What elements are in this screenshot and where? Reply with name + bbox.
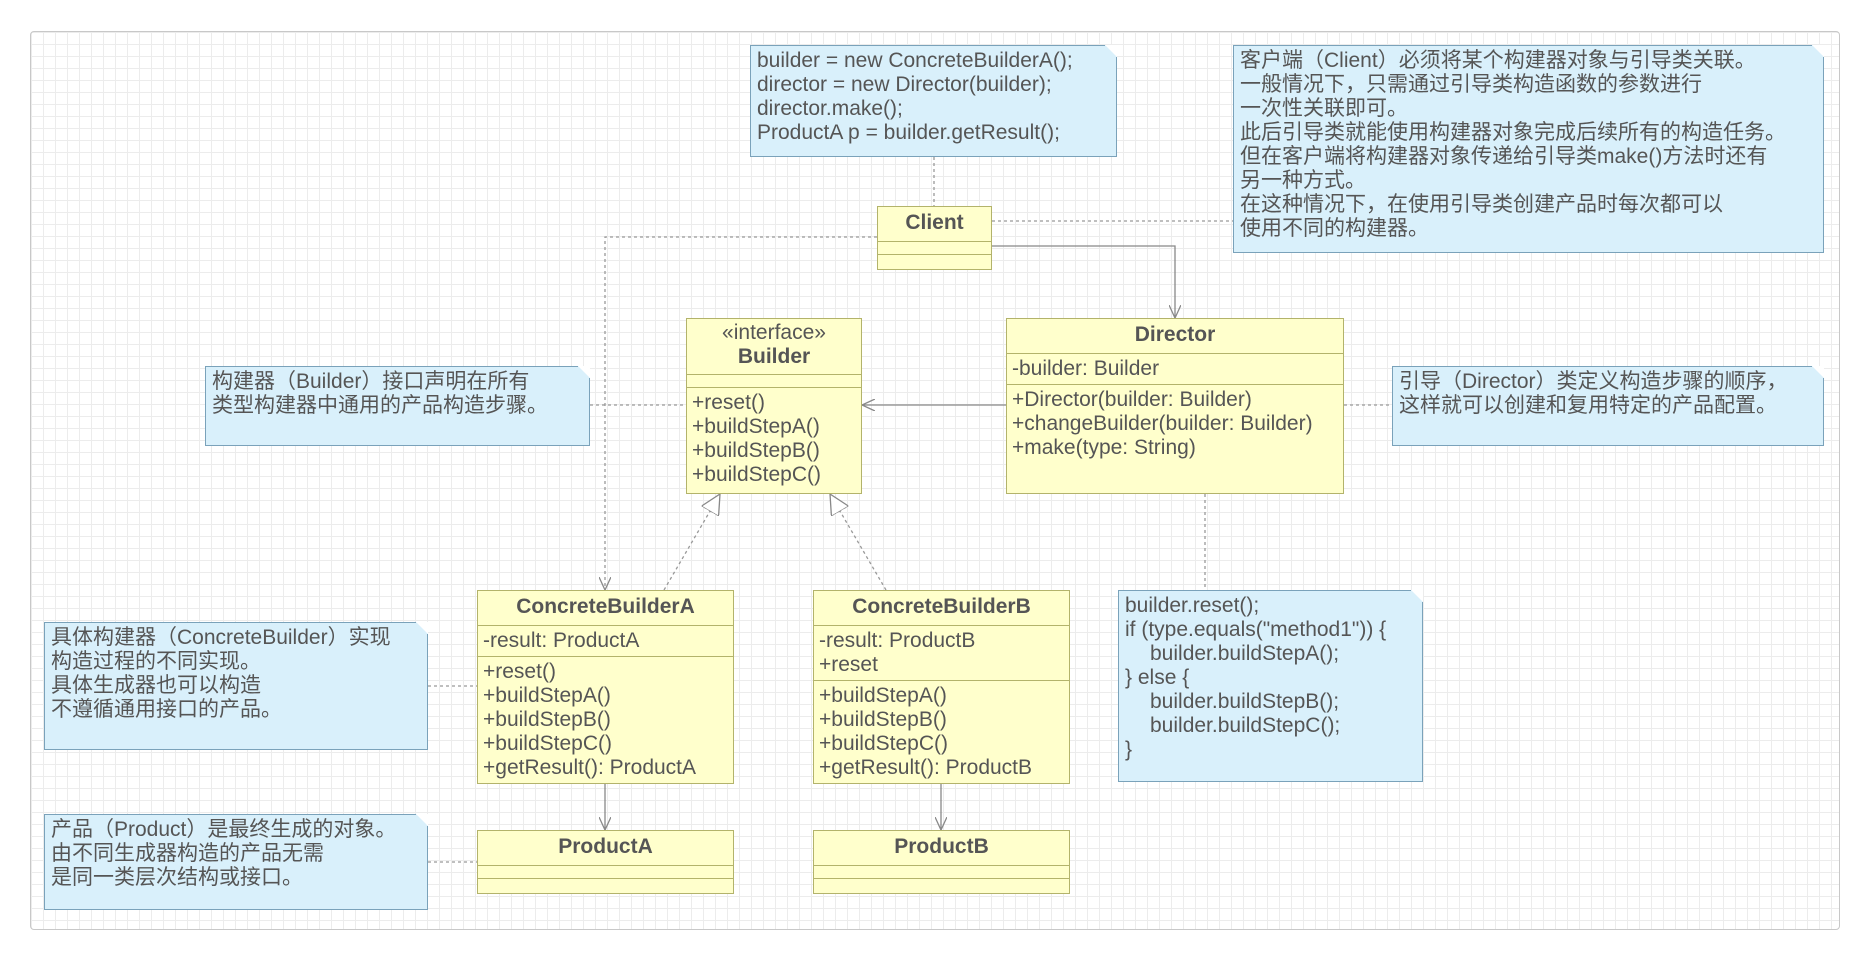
method-row: +getResult(): ProductA (483, 756, 697, 779)
note-fold-icon (578, 366, 590, 378)
note-line: 客户端（Client）必须将某个构建器对象与引导类关联。 (1240, 49, 1756, 72)
field-row: +reset (819, 653, 878, 676)
concrete-builder-b-class[interactable]: ConcreteBuilderB -result: ProductB +rese… (813, 590, 1070, 784)
field-row: -result: ProductB (819, 629, 976, 652)
method-row: +buildStepB() (483, 708, 611, 731)
client-to-director (992, 245, 1175, 318)
note-line: 在这种情况下，在使用引导类创建产品时每次都可以 (1240, 193, 1723, 216)
note-line: if (type.equals("method1")) { (1125, 618, 1387, 641)
product-b-class[interactable]: ProductB (813, 830, 1070, 894)
note-client-description[interactable]: 客户端（Client）必须将某个构建器对象与引导类关联。 一般情况下，只需通过引… (1233, 45, 1824, 253)
fields-section (687, 375, 861, 388)
concrete-a-realizes-builder (663, 494, 720, 591)
class-name: ProductB (894, 835, 989, 858)
note-fold-icon (416, 814, 428, 826)
concrete-b-realizes-builder (830, 494, 887, 591)
note-line: 引导（Director）类定义构造步骤的顺序， (1399, 370, 1788, 393)
class-name: ConcreteBuilderB (852, 595, 1031, 618)
fields-section: -result: ProductB +reset (814, 626, 1069, 681)
fields-section: -result: ProductA (478, 626, 733, 657)
note-product-description[interactable]: 产品（Product）是最终生成的对象。 由不同生成器构造的产品无需 是同一类层… (44, 814, 428, 910)
method-row: +Director(builder: Builder) (1012, 388, 1252, 411)
method-row: +reset() (692, 391, 765, 414)
stereotype-label: «interface» (722, 321, 826, 344)
class-name: ProductA (558, 835, 653, 858)
methods-section: +Director(builder: Builder) +changeBuild… (1007, 385, 1343, 463)
client-class[interactable]: Client (877, 206, 992, 270)
note-line: builder.buildStepC(); (1150, 714, 1341, 737)
fields-section: -builder: Builder (1007, 354, 1343, 385)
note-line: } else { (1125, 666, 1190, 689)
note-line: } (1125, 738, 1133, 761)
method-row: +buildStepB() (819, 708, 947, 731)
director-class[interactable]: Director -builder: Builder +Director(bui… (1006, 318, 1344, 494)
note-line: builder.reset(); (1125, 594, 1260, 617)
note-line: director.make(); (757, 97, 903, 120)
note-fold-icon (1411, 590, 1423, 602)
fields-section (814, 866, 1069, 879)
method-row: +getResult(): ProductB (819, 756, 1033, 779)
note-line: builder.buildStepB(); (1150, 690, 1340, 713)
note-line: 不遵循通用接口的产品。 (51, 698, 282, 721)
method-row: +buildStepC() (483, 732, 612, 755)
method-row: +buildStepA() (692, 415, 820, 438)
field-row: -builder: Builder (1012, 357, 1160, 380)
note-fold-icon (416, 622, 428, 634)
note-builder-description[interactable]: 构建器（Builder）接口声明在所有 类型构建器中通用的产品构造步骤。 (205, 366, 590, 446)
product-a-class[interactable]: ProductA (477, 830, 734, 894)
method-row: +changeBuilder(builder: Builder) (1012, 412, 1313, 435)
note-line: 类型构建器中通用的产品构造步骤。 (212, 394, 548, 417)
note-line: 使用不同的构建器。 (1240, 217, 1429, 240)
class-name: Builder (737, 345, 811, 368)
fields-section (878, 242, 991, 255)
method-row: +reset() (483, 660, 556, 683)
note-fold-icon (1812, 45, 1824, 57)
note-line: 具体构建器（ConcreteBuilder）实现 (51, 626, 391, 649)
concrete-builder-a-class[interactable]: ConcreteBuilderA -result: ProductA +rese… (477, 590, 734, 784)
note-fold-icon (1812, 366, 1824, 378)
note-line: ProductA p = builder.getResult(); (757, 121, 1060, 144)
note-line: 一次性关联即可。 (1240, 97, 1408, 120)
note-make-code[interactable]: builder.reset(); if (type.equals("method… (1118, 590, 1423, 782)
note-line: 此后引导类就能使用构建器对象完成后续所有的构造任务。 (1240, 121, 1786, 144)
note-line: 产品（Product）是最终生成的对象。 (51, 818, 397, 841)
note-director-description[interactable]: 引导（Director）类定义构造步骤的顺序， 这样就可以创建和复用特定的产品配… (1392, 366, 1824, 446)
class-name: Director (1134, 323, 1216, 346)
note-line: 构造过程的不同实现。 (51, 650, 261, 673)
note-concrete-builder-description[interactable]: 具体构建器（ConcreteBuilder）实现 构造过程的不同实现。 具体生成… (44, 622, 428, 750)
note-client-code[interactable]: builder = new ConcreteBuilderA(); direct… (750, 45, 1117, 157)
note-line: 构建器（Builder）接口声明在所有 (212, 370, 530, 393)
method-row: +buildStepC() (692, 463, 821, 486)
method-row: +buildStepA() (483, 684, 611, 707)
client-to-concrete-a (605, 236, 877, 590)
methods-section: +reset() +buildStepA() +buildStepB() +bu… (478, 657, 733, 783)
note-line: 这样就可以创建和复用特定的产品配置。 (1399, 394, 1777, 417)
note-line: director = new Director(builder); (757, 73, 1052, 96)
note-line: 具体生成器也可以构造 (51, 674, 261, 697)
note-line: 但在客户端将构建器对象传递给引导类make()方法时还有 (1240, 145, 1768, 168)
note-line: 另一种方式。 (1240, 169, 1366, 192)
note-fold-icon (1105, 45, 1117, 57)
method-row: +buildStepC() (819, 732, 948, 755)
method-row: +buildStepB() (692, 439, 820, 462)
note-line: builder.buildStepA(); (1150, 642, 1340, 665)
fields-section (478, 866, 733, 879)
class-name: ConcreteBuilderA (516, 595, 695, 618)
method-row: +make(type: String) (1012, 436, 1196, 459)
methods-section: +reset() +buildStepA() +buildStepB() +bu… (687, 388, 861, 490)
note-line: builder = new ConcreteBuilderA(); (757, 49, 1073, 72)
methods-section: +buildStepA() +buildStepB() +buildStepC(… (814, 681, 1069, 783)
note-line: 由不同生成器构造的产品无需 (51, 842, 324, 865)
note-line: 一般情况下，只需通过引导类构造函数的参数进行 (1240, 73, 1702, 96)
field-row: -result: ProductA (483, 629, 640, 652)
method-row: +buildStepA() (819, 684, 947, 707)
builder-interface[interactable]: «interface» Builder +reset() +buildStepA… (686, 318, 862, 494)
class-name: Client (905, 211, 964, 234)
note-line: 是同一类层次结构或接口。 (51, 866, 303, 889)
